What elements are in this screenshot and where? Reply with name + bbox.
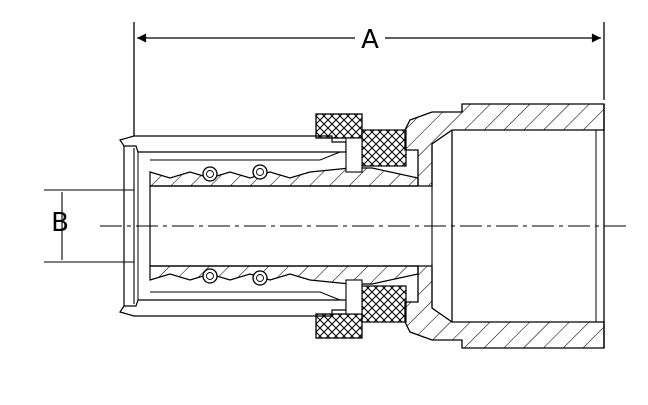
collar-bottom xyxy=(315,313,363,339)
o-ring-lower-left xyxy=(202,268,218,284)
retaining-collar xyxy=(315,113,407,339)
dimension-b-label: B xyxy=(51,208,69,238)
threaded-body xyxy=(404,103,605,349)
o-ring-upper-left xyxy=(202,166,218,182)
o-rings xyxy=(202,164,268,286)
press-insert xyxy=(149,167,419,285)
o-ring-lower-right xyxy=(252,270,268,286)
collar-top xyxy=(315,113,363,139)
press-sleeve xyxy=(119,135,347,317)
dimension-a: A xyxy=(133,22,605,140)
dimension-b: B xyxy=(44,189,134,263)
o-ring-upper-right xyxy=(252,164,268,180)
dimension-a-label: A xyxy=(361,25,379,55)
